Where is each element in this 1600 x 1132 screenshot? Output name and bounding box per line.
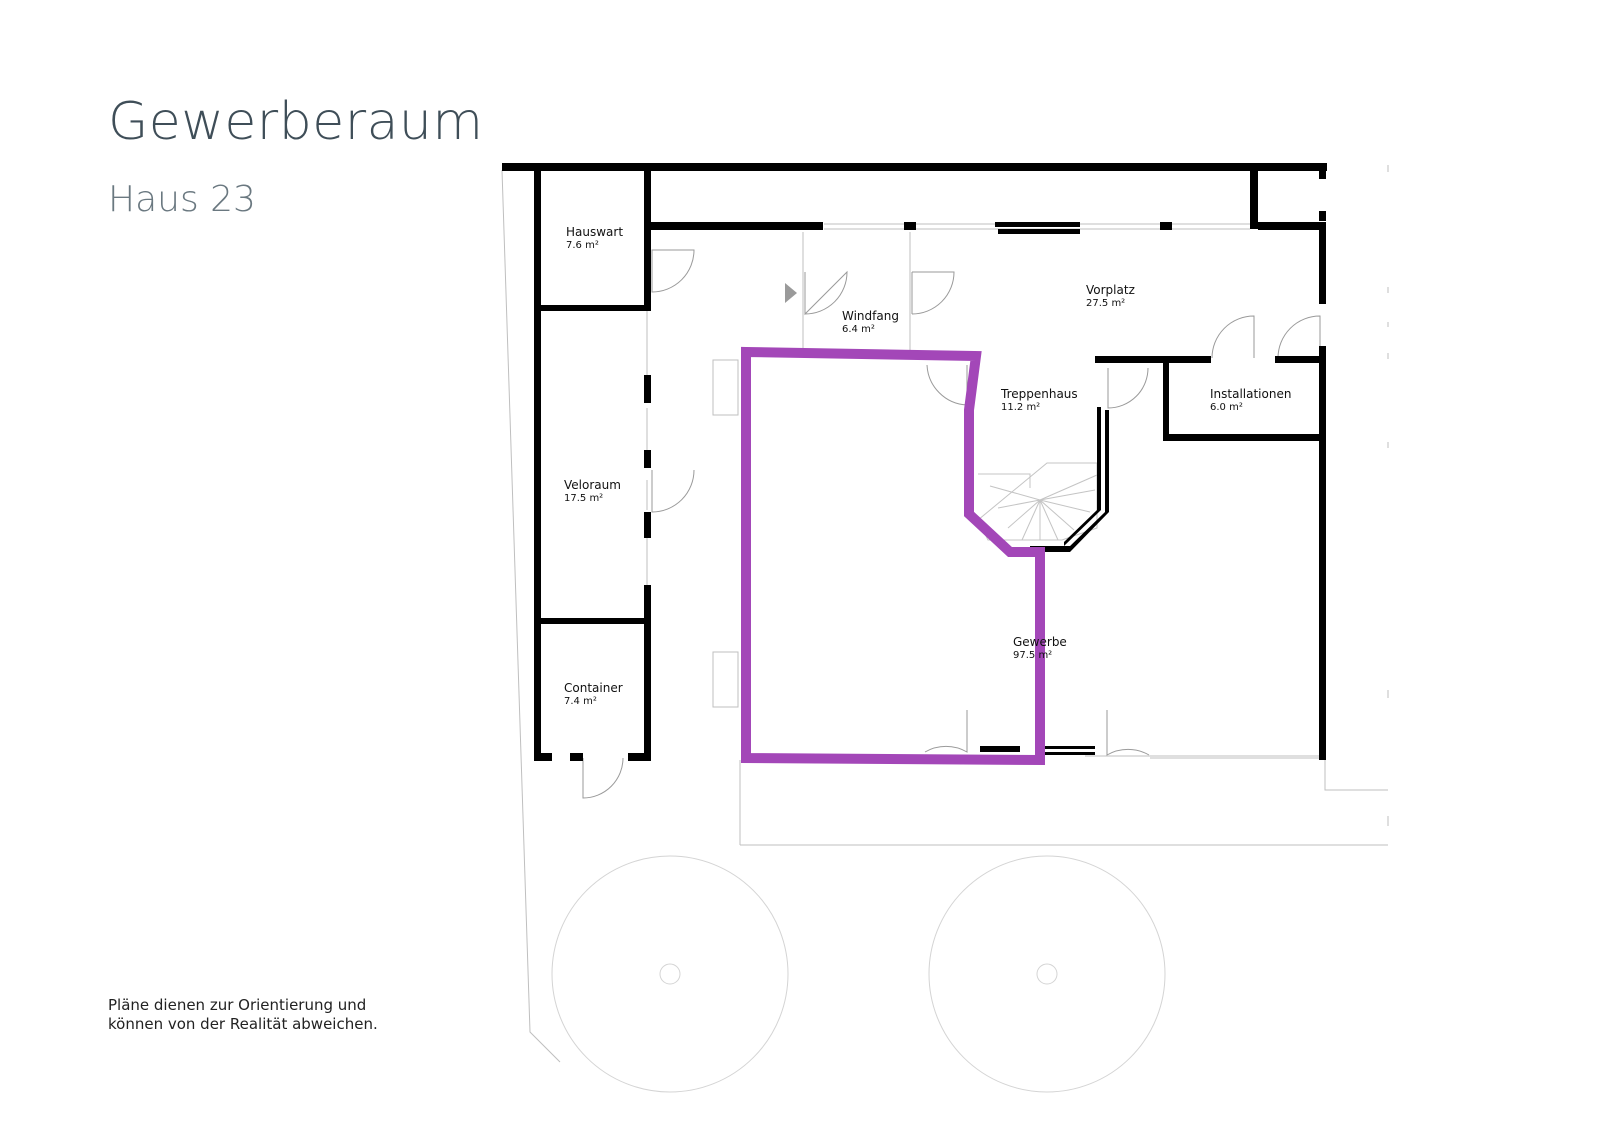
room-veloraum: Veloraum 17.5 m² xyxy=(564,478,621,504)
svg-text:Treppenhaus: Treppenhaus xyxy=(1000,387,1078,401)
walls xyxy=(502,163,1327,761)
door-treppenhaus-left xyxy=(926,364,968,406)
door-hauswart xyxy=(651,249,695,293)
svg-text:Gewerbe: Gewerbe xyxy=(1013,635,1067,649)
room-treppenhaus: Treppenhaus 11.2 m² xyxy=(1000,387,1078,413)
door-gewerbe-left xyxy=(924,710,968,753)
svg-text:17.5 m²: 17.5 m² xyxy=(564,493,603,504)
room-container: Container 7.4 m² xyxy=(564,681,623,707)
door-installationen-left xyxy=(1211,315,1255,359)
svg-text:6.0 m²: 6.0 m² xyxy=(1210,402,1243,413)
svg-text:7.4 m²: 7.4 m² xyxy=(564,696,597,707)
page-subtitle: Haus 23 xyxy=(108,179,256,220)
svg-text:Hauswart: Hauswart xyxy=(566,225,623,239)
svg-text:Vorplatz: Vorplatz xyxy=(1086,283,1135,297)
door-vorplatz xyxy=(911,271,955,315)
entrance-arrow-icon xyxy=(785,283,797,303)
room-installationen: Installationen 6.0 m² xyxy=(1210,387,1291,413)
svg-text:Installationen: Installationen xyxy=(1210,387,1291,401)
door-windfang xyxy=(804,270,848,316)
svg-text:27.5 m²: 27.5 m² xyxy=(1086,298,1125,309)
door-swings xyxy=(582,249,1321,799)
door-treppenhaus-right xyxy=(1107,367,1149,409)
door-veloraum xyxy=(651,469,695,513)
svg-text:97.5 m²: 97.5 m² xyxy=(1013,650,1052,661)
gewerbe-highlight-outline xyxy=(741,346,1045,766)
svg-text:6.4 m²: 6.4 m² xyxy=(842,324,875,335)
room-gewerbe: Gewerbe 97.5 m² xyxy=(1013,635,1067,661)
svg-text:11.2 m²: 11.2 m² xyxy=(1001,402,1040,413)
disclaimer-note: Pläne dienen zur Orientierung und können… xyxy=(108,996,378,1033)
tree-right xyxy=(928,855,1166,1093)
room-labels: Hauswart 7.6 m² Veloraum 17.5 m² Contain… xyxy=(564,225,1291,707)
svg-text:Windfang: Windfang xyxy=(842,309,899,323)
svg-text:7.6 m²: 7.6 m² xyxy=(566,240,599,251)
context-lines xyxy=(501,165,1389,1063)
svg-text:Veloraum: Veloraum xyxy=(564,478,621,492)
door-installationen-right xyxy=(1277,315,1321,359)
door-gewerbe-right xyxy=(1106,710,1150,756)
room-hauswart: Hauswart 7.6 m² xyxy=(566,225,623,251)
room-vorplatz: Vorplatz 27.5 m² xyxy=(1086,283,1135,309)
door-container xyxy=(582,757,624,799)
tree-left xyxy=(551,855,789,1093)
room-windfang: Windfang 6.4 m² xyxy=(842,309,899,335)
svg-text:Container: Container xyxy=(564,681,623,695)
page-title: Gewerberaum xyxy=(108,92,484,152)
